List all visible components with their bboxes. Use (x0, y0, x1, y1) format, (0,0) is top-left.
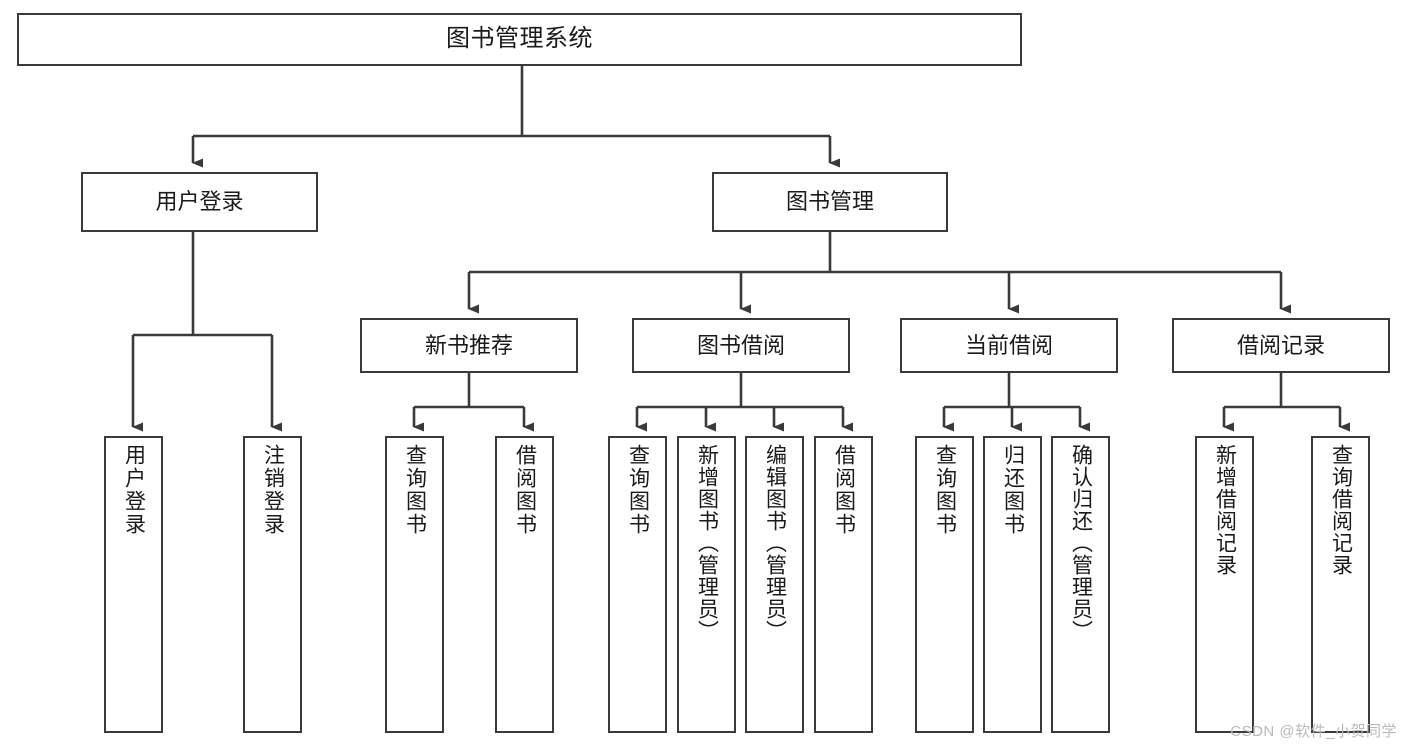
leaf-borrow-query-book[interactable]: 查询图书 (608, 436, 667, 733)
node-label: 查询图书 (403, 444, 427, 536)
leaf-borrow-edit-book-admin[interactable]: 编辑图书（管理员） (745, 436, 804, 733)
leaf-record-add-record[interactable]: 新增借阅记录 (1195, 436, 1254, 733)
node-label: 图书借阅 (696, 332, 785, 358)
node-label: 图书管理系统 (446, 25, 593, 53)
node-label: 图书管理 (785, 189, 874, 215)
node-label: 查询图书 (626, 444, 650, 536)
leaf-current-query-book[interactable]: 查询图书 (915, 436, 974, 733)
leaf-user-login-signin[interactable]: 用户登录 (104, 436, 163, 733)
node-label: 借阅图书 (513, 444, 537, 536)
node-book-management[interactable]: 图书管理 (712, 172, 948, 232)
leaf-current-return-book[interactable]: 归还图书 (983, 436, 1042, 733)
node-root-system[interactable]: 图书管理系统 (17, 13, 1022, 66)
leaf-borrow-add-book-admin[interactable]: 新增图书（管理员） (677, 436, 736, 733)
node-label: 注销登录 (261, 444, 285, 536)
leaf-borrow-borrow-book[interactable]: 借阅图书 (814, 436, 873, 733)
node-label: 新增图书（管理员） (695, 444, 719, 642)
leaf-user-login-signout[interactable]: 注销登录 (243, 436, 302, 733)
node-borrow-record[interactable]: 借阅记录 (1172, 318, 1390, 373)
node-label: 确认归还（管理员） (1069, 444, 1093, 642)
watermark: CSDN @软件_小贺同学 (1230, 723, 1397, 740)
node-label: 借阅图书 (832, 444, 856, 536)
node-label: 查询图书 (933, 444, 957, 536)
node-label: 归还图书 (1001, 444, 1025, 536)
node-label: 用户登录 (122, 444, 146, 536)
leaf-new-book-borrow[interactable]: 借阅图书 (495, 436, 554, 733)
node-new-book-recommend[interactable]: 新书推荐 (360, 318, 578, 373)
node-label: 当前借阅 (964, 332, 1053, 358)
node-label: 编辑图书（管理员） (763, 444, 787, 642)
node-label: 借阅记录 (1236, 332, 1325, 358)
leaf-new-book-query[interactable]: 查询图书 (385, 436, 444, 733)
node-label: 新书推荐 (424, 332, 513, 358)
node-user-login[interactable]: 用户登录 (81, 172, 318, 232)
node-book-borrow[interactable]: 图书借阅 (632, 318, 850, 373)
node-current-borrow[interactable]: 当前借阅 (900, 318, 1118, 373)
node-label: 新增借阅记录 (1213, 444, 1237, 576)
leaf-current-confirm-return-admin[interactable]: 确认归还（管理员） (1051, 436, 1110, 733)
leaf-record-query-record[interactable]: 查询借阅记录 (1311, 436, 1370, 733)
node-label: 查询借阅记录 (1329, 444, 1353, 576)
node-label: 用户登录 (155, 189, 244, 215)
